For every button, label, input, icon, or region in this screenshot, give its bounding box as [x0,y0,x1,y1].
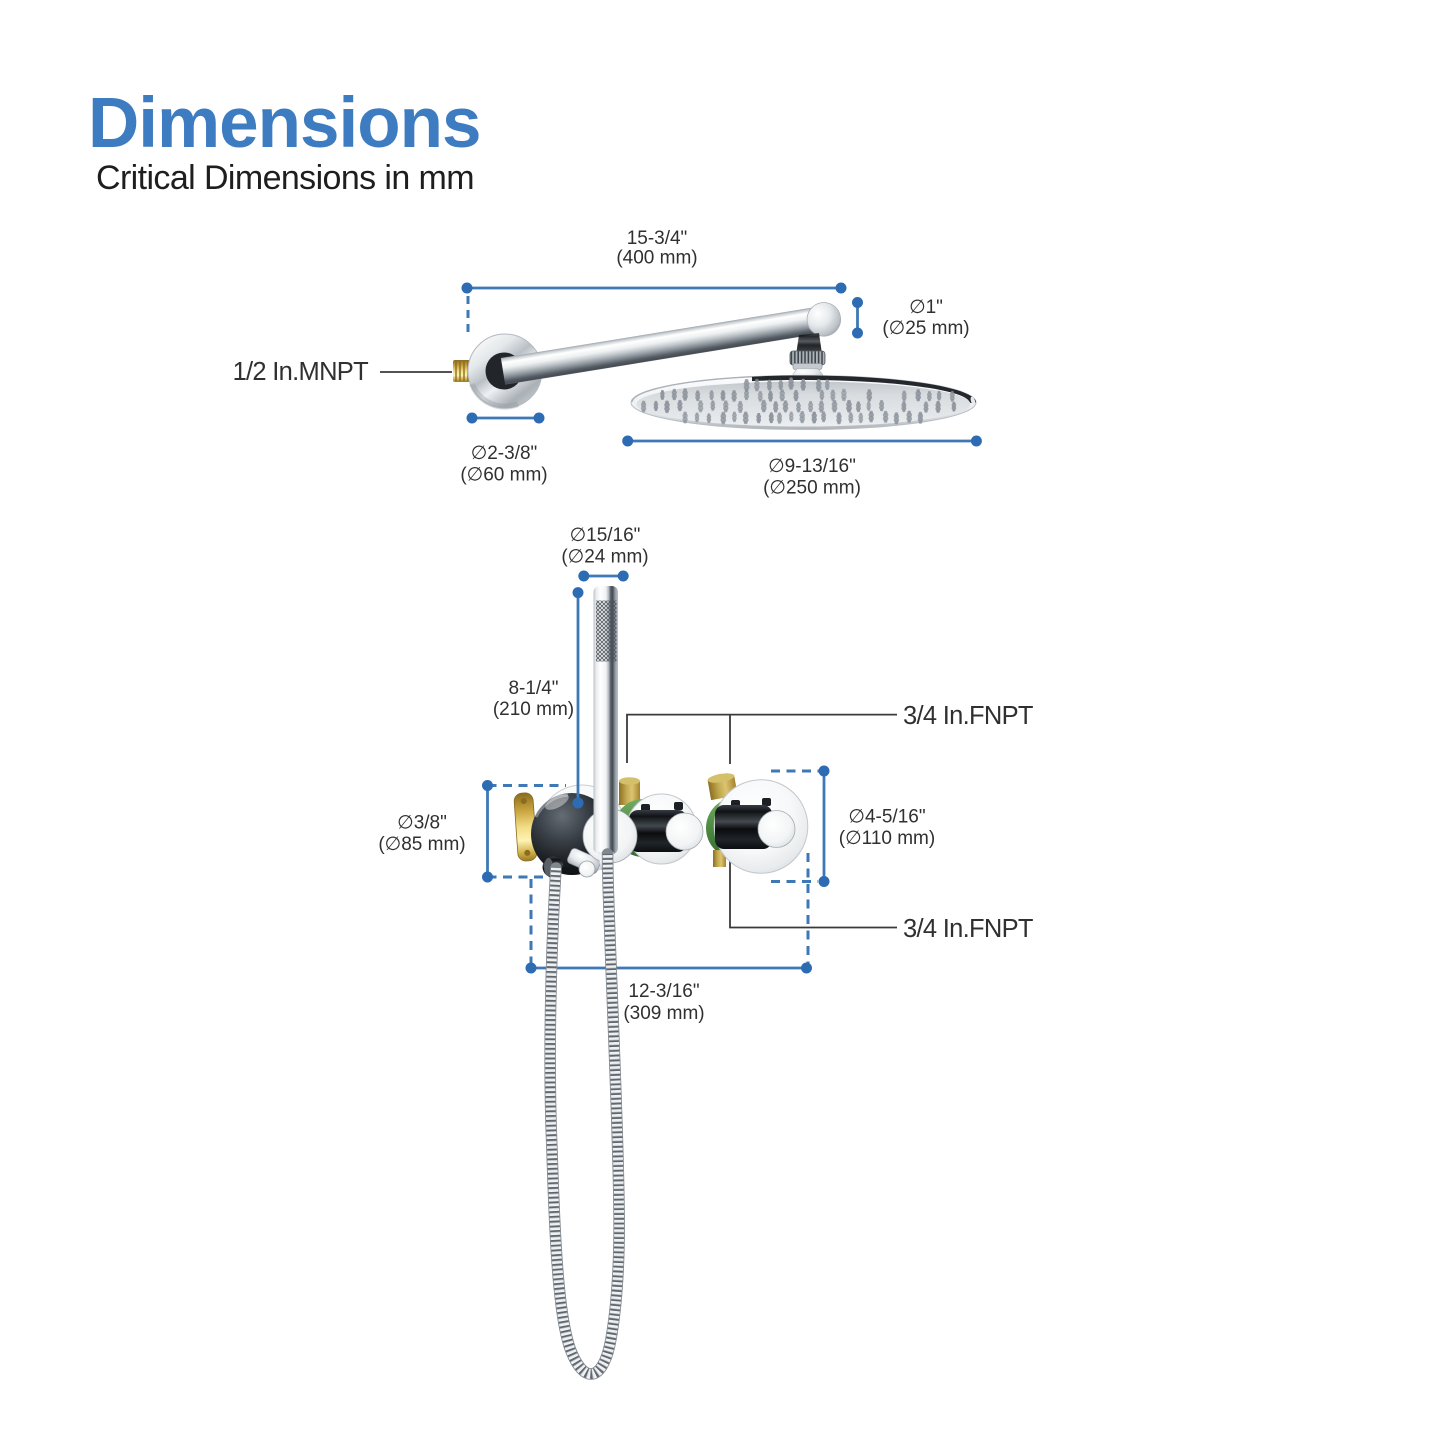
svg-text:∅2-3/8": ∅2-3/8" [471,443,538,464]
svg-text:(∅85 mm): (∅85 mm) [378,834,465,855]
svg-text:8-1/4": 8-1/4" [508,678,558,699]
svg-text:∅9-13/16": ∅9-13/16" [768,456,856,477]
svg-text:∅4-5/16": ∅4-5/16" [848,807,925,828]
svg-text:(∅250 mm): (∅250 mm) [763,478,861,499]
svg-text:3/4 In.FNPT: 3/4 In.FNPT [903,702,1033,730]
svg-text:Critical Dimensions in mm: Critical Dimensions in mm [96,159,474,197]
svg-text:1/2 In.MNPT: 1/2 In.MNPT [233,358,369,386]
svg-text:3/4 In.FNPT: 3/4 In.FNPT [903,915,1033,943]
svg-text:(∅24 mm): (∅24 mm) [561,547,648,568]
svg-text:(210 mm): (210 mm) [493,699,574,720]
svg-text:(∅25 mm): (∅25 mm) [882,318,969,339]
svg-text:(∅60 mm): (∅60 mm) [460,465,547,486]
svg-text:15-3/4": 15-3/4" [627,228,688,249]
svg-text:(309 mm): (309 mm) [623,1003,704,1024]
svg-text:Dimensions: Dimensions [88,84,480,163]
svg-text:(∅110 mm): (∅110 mm) [839,828,935,849]
svg-text:∅1": ∅1" [909,297,943,318]
svg-text:∅3/8": ∅3/8" [397,813,447,834]
svg-text:∅15/16": ∅15/16" [570,525,641,546]
svg-text:(400 mm): (400 mm) [616,248,697,269]
svg-text:12-3/16": 12-3/16" [628,981,699,1002]
